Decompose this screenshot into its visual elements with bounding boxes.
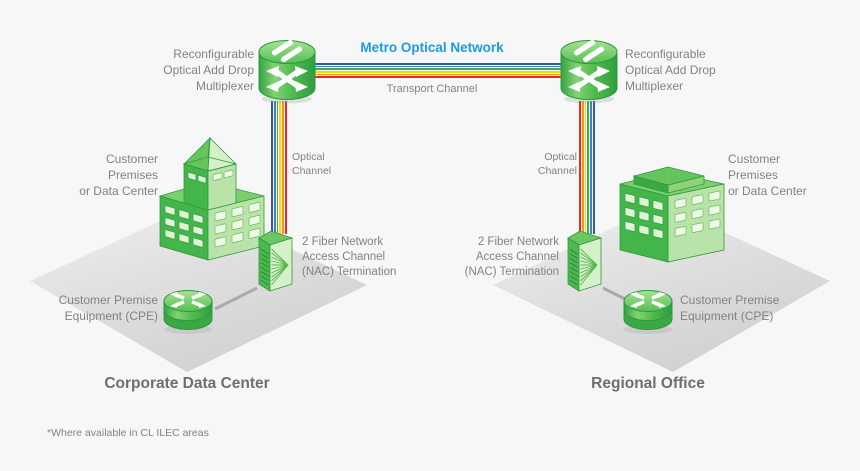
fiber-stripe [273, 101, 276, 234]
fiber-stripe [314, 73, 562, 76]
building-icon-left [159, 137, 265, 261]
roadm-label-left: Reconfigurable Optical Add Drop Multiple… [163, 47, 254, 93]
transport-channel-fiber-line [314, 63, 562, 79]
optical-channel-fiber-line-right [579, 101, 595, 234]
fiber-stripe [314, 63, 562, 65]
cpe-label-right: Customer Premise Equipment (CPE) [680, 293, 780, 323]
footnote: *Where available in CL ILEC areas [47, 427, 209, 439]
transport-channel-label: Transport Channel [386, 83, 478, 95]
cpe-label-left: Customer Premise Equipment (CPE) [58, 293, 158, 323]
roadm-icon-left [259, 37, 315, 104]
fiber-stripe [581, 101, 584, 234]
fiber-stripe [579, 101, 581, 234]
caption-regional-office: Regional Office [591, 375, 705, 392]
nac-label-right: 2 Fiber Network Access Channel (NAC) Ter… [464, 236, 559, 278]
fiber-stripe [587, 101, 590, 234]
premises-label-right: Customer Premises or Data Center [728, 152, 807, 198]
metro-optical-network-title: Metro Optical Network [360, 40, 504, 55]
optical-channel-label-right: Optical Channel [537, 151, 577, 177]
fiber-stripe [271, 101, 273, 234]
optical-channel-label-left: Optical Channel [292, 151, 332, 177]
fiber-stripe [314, 65, 562, 68]
nac-label-left: 2 Fiber Network Access Channel (NAC) Ter… [302, 236, 397, 278]
premises-label-left: Customer Premises or Data Center [79, 152, 158, 198]
fiber-stripe [285, 101, 287, 234]
fiber-stripe [590, 101, 593, 234]
fiber-stripe [584, 101, 587, 234]
fiber-stripe [314, 71, 562, 73]
fiber-stripe [314, 68, 562, 71]
nac-termination-icon-right [567, 230, 602, 292]
roadm-label-right: Reconfigurable Optical Add Drop Multiple… [625, 47, 716, 93]
fiber-stripe [593, 101, 595, 234]
fiber-stripe [314, 76, 562, 79]
connector-line-left [214, 286, 258, 311]
cpe-router-icon-left [162, 288, 214, 336]
roadm-icon-right [561, 37, 617, 104]
fiber-stripe [276, 101, 279, 234]
nac-termination-icon-left [258, 230, 293, 292]
optical-channel-fiber-line-left [271, 101, 287, 234]
fiber-stripe [279, 101, 282, 234]
caption-corporate-data-center: Corporate Data Center [104, 375, 270, 392]
building-icon-right [619, 166, 725, 263]
fiber-stripe [282, 101, 285, 234]
cpe-router-icon-right [622, 288, 674, 336]
